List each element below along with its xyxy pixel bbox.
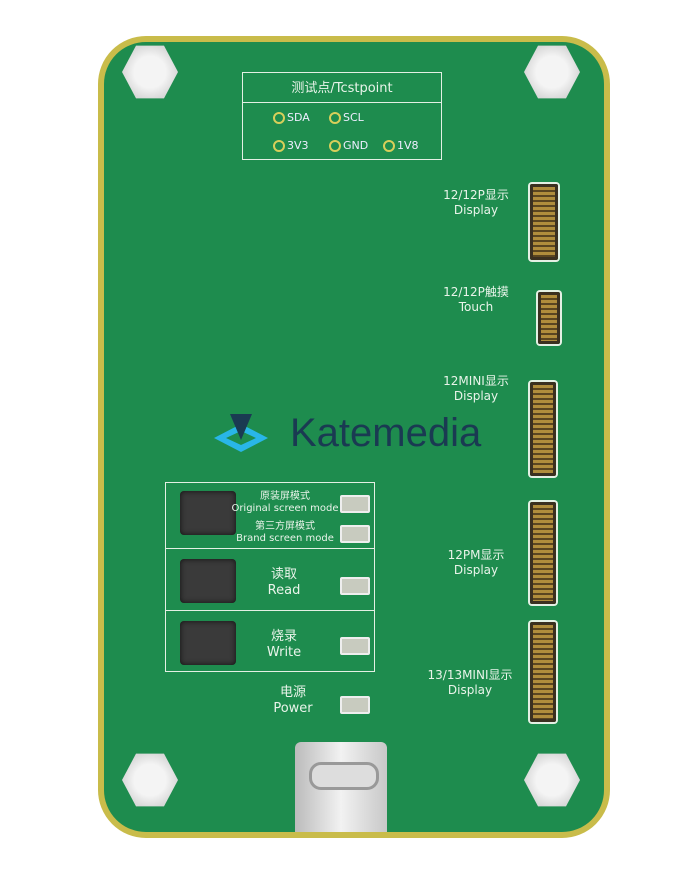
watermark: Katemedia	[290, 411, 482, 455]
read-label: 读取	[270, 567, 297, 582]
pad-3v3: 3V3	[273, 139, 309, 152]
pad-gnd: GND	[329, 139, 368, 152]
led-indicator	[340, 495, 370, 513]
pad-scl: SCL	[329, 111, 364, 124]
power-led	[340, 696, 370, 714]
led-indicator	[340, 577, 370, 595]
brand-mode-label: 第三方屏模式	[255, 521, 315, 532]
read-button[interactable]	[180, 559, 236, 603]
pad-sda: SDA	[273, 111, 310, 124]
write-label: 烧录	[270, 629, 297, 644]
led-indicator	[340, 525, 370, 543]
usb-c-port[interactable]	[295, 742, 387, 832]
write-button[interactable]	[180, 621, 236, 665]
pad-1v8: 1V8	[383, 139, 419, 152]
display-connector[interactable]	[530, 622, 556, 722]
display-connector[interactable]	[530, 184, 558, 260]
original-mode-label: 原装屏模式	[260, 491, 310, 502]
testpoint-title: 测试点/Tcstpoint	[243, 73, 441, 103]
led-indicator	[340, 637, 370, 655]
logo-icon	[210, 410, 272, 460]
display-connector[interactable]	[530, 382, 556, 476]
testpoint-box: 测试点/Tcstpoint SDA SCL 3V3 GND 1V8	[242, 72, 442, 160]
power-label: 电源	[279, 685, 306, 700]
display-connector[interactable]	[530, 502, 556, 604]
mode-button[interactable]	[180, 491, 236, 535]
touch-connector[interactable]	[538, 292, 560, 344]
